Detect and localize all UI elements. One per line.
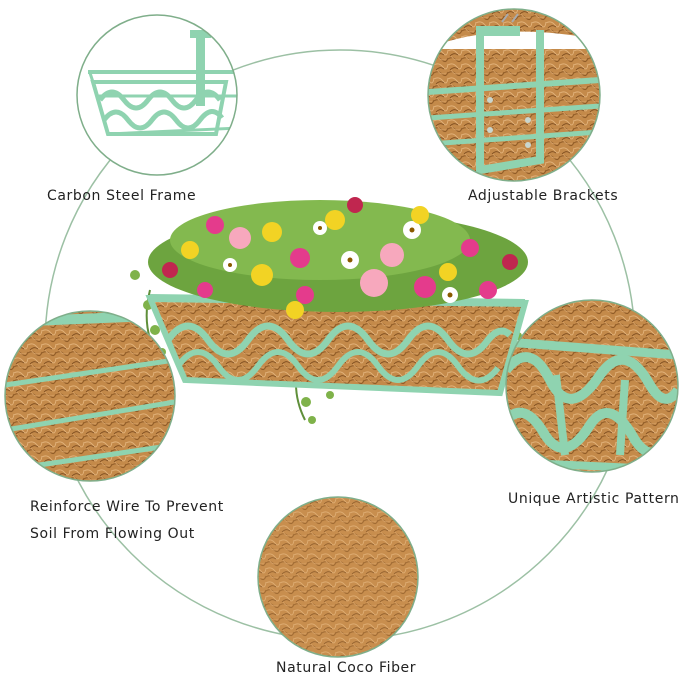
label-carbon-steel-frame: Carbon Steel Frame — [47, 188, 197, 204]
label-reinforce-wire-line2: Soil From Flowing Out — [30, 526, 195, 542]
carbon-steel-frame-image — [76, 14, 238, 176]
natural-coco-fiber-image — [257, 496, 419, 658]
label-natural-coco-fiber: Natural Coco Fiber — [276, 660, 417, 676]
planter-product-image — [130, 197, 529, 424]
label-reinforce-wire-line1: Reinforce Wire To Prevent — [30, 499, 224, 515]
adjustable-brackets-image — [427, 8, 601, 182]
unique-artistic-pattern-image — [505, 299, 679, 473]
label-adjustable-brackets: Adjustable Brackets — [468, 188, 619, 204]
label-unique-artistic-pattern: Unique Artistic Pattern — [508, 491, 679, 507]
reinforce-wire-image — [4, 310, 176, 482]
